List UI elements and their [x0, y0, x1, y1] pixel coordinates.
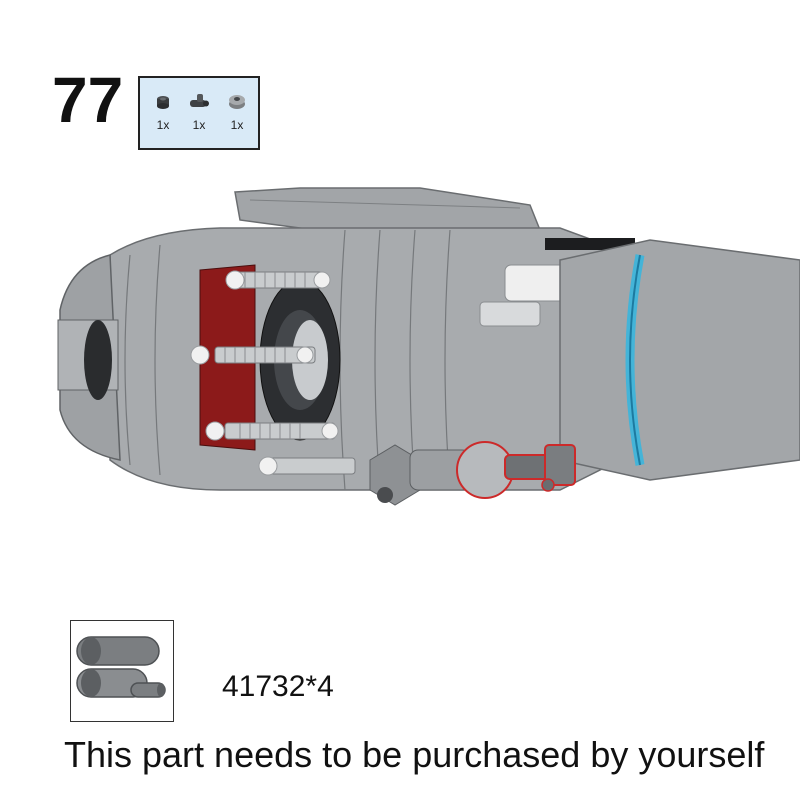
engine-nacelle-assembly-icon: [57, 187, 800, 506]
part-qty: 1x: [156, 118, 170, 132]
bar-holder-clip-icon: [190, 94, 209, 107]
part-qty: 1x: [230, 118, 244, 132]
purchase-notice: This part needs to be purchased by yours…: [64, 734, 765, 775]
parts-needed-box: 1x 1x 1x: [138, 76, 260, 150]
round-brick-with-hole-icon: [229, 95, 245, 109]
part-qty: 1x: [192, 118, 206, 132]
bar-holder-double-clip-icon: [76, 636, 166, 698]
reference-part-number: 41732*4: [222, 670, 334, 703]
reference-part-box: [70, 620, 174, 722]
part-item: 1x: [146, 90, 180, 132]
part-item: 1x: [220, 90, 254, 132]
part-item: 1x: [182, 90, 216, 132]
step-number: 77: [52, 64, 124, 136]
round-plate-1x1-icon: [157, 96, 169, 109]
